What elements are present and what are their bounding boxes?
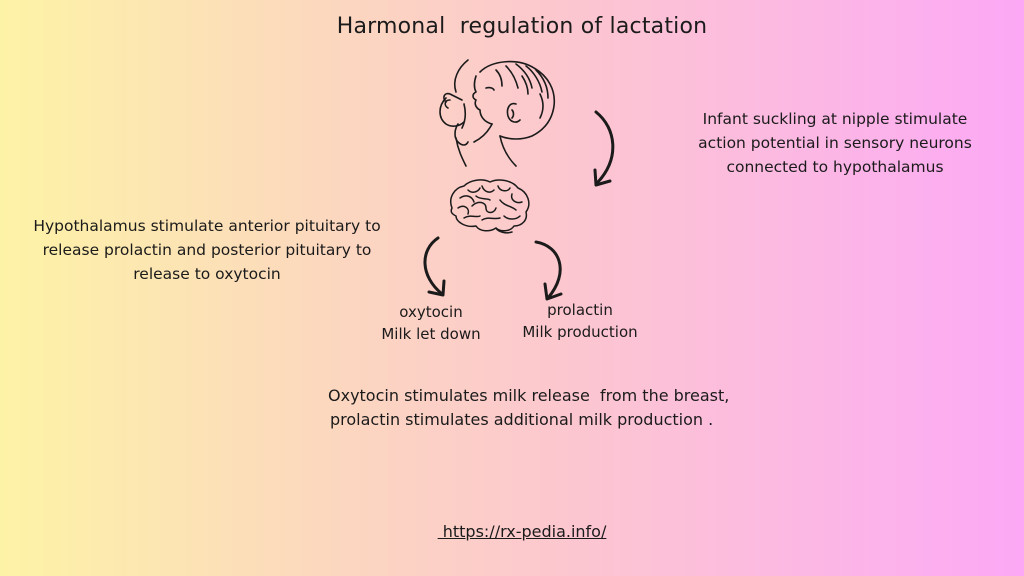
breastfeeding-infant-icon	[439, 59, 556, 167]
brain-icon	[450, 179, 530, 234]
curved-arrow-icon	[423, 236, 446, 297]
oxytocin-label: oxytocin Milk let down	[366, 301, 496, 345]
text-line: Infant suckling at nipple stimulate	[702, 110, 968, 128]
summary-text: Oxytocin stimulates milk release from th…	[300, 384, 780, 432]
hormone-effect: Milk production	[522, 323, 638, 341]
text-line: connected to hypothalamus	[726, 158, 944, 176]
text-line: Oxytocin stimulates milk release from th…	[328, 386, 730, 405]
hormone-name: prolactin	[547, 301, 613, 319]
hypothalamus-text: Hypothalamus stimulate anterior pituitar…	[6, 214, 408, 286]
hormone-name: oxytocin	[399, 303, 463, 321]
text-line: release prolactin and posterior pituitar…	[42, 241, 372, 259]
text-line: prolactin stimulates additional milk pro…	[330, 410, 714, 429]
diagram-title: Harmonal regulation of lactation	[336, 14, 708, 39]
curved-arrow-icon	[534, 240, 563, 301]
text-line: release to oxytocin	[133, 265, 281, 283]
text-line: Hypothalamus stimulate anterior pituitar…	[33, 217, 381, 235]
hormone-effect: Milk let down	[381, 325, 481, 343]
text-line: action potential in sensory neurons	[698, 134, 972, 152]
source-link[interactable]: https://rx-pedia.info/	[437, 522, 607, 541]
sensory-pathway-text: Infant suckling at nipple stimulate acti…	[660, 107, 1010, 179]
prolactin-label: prolactin Milk production	[512, 299, 648, 343]
curved-arrow-icon	[593, 110, 615, 187]
